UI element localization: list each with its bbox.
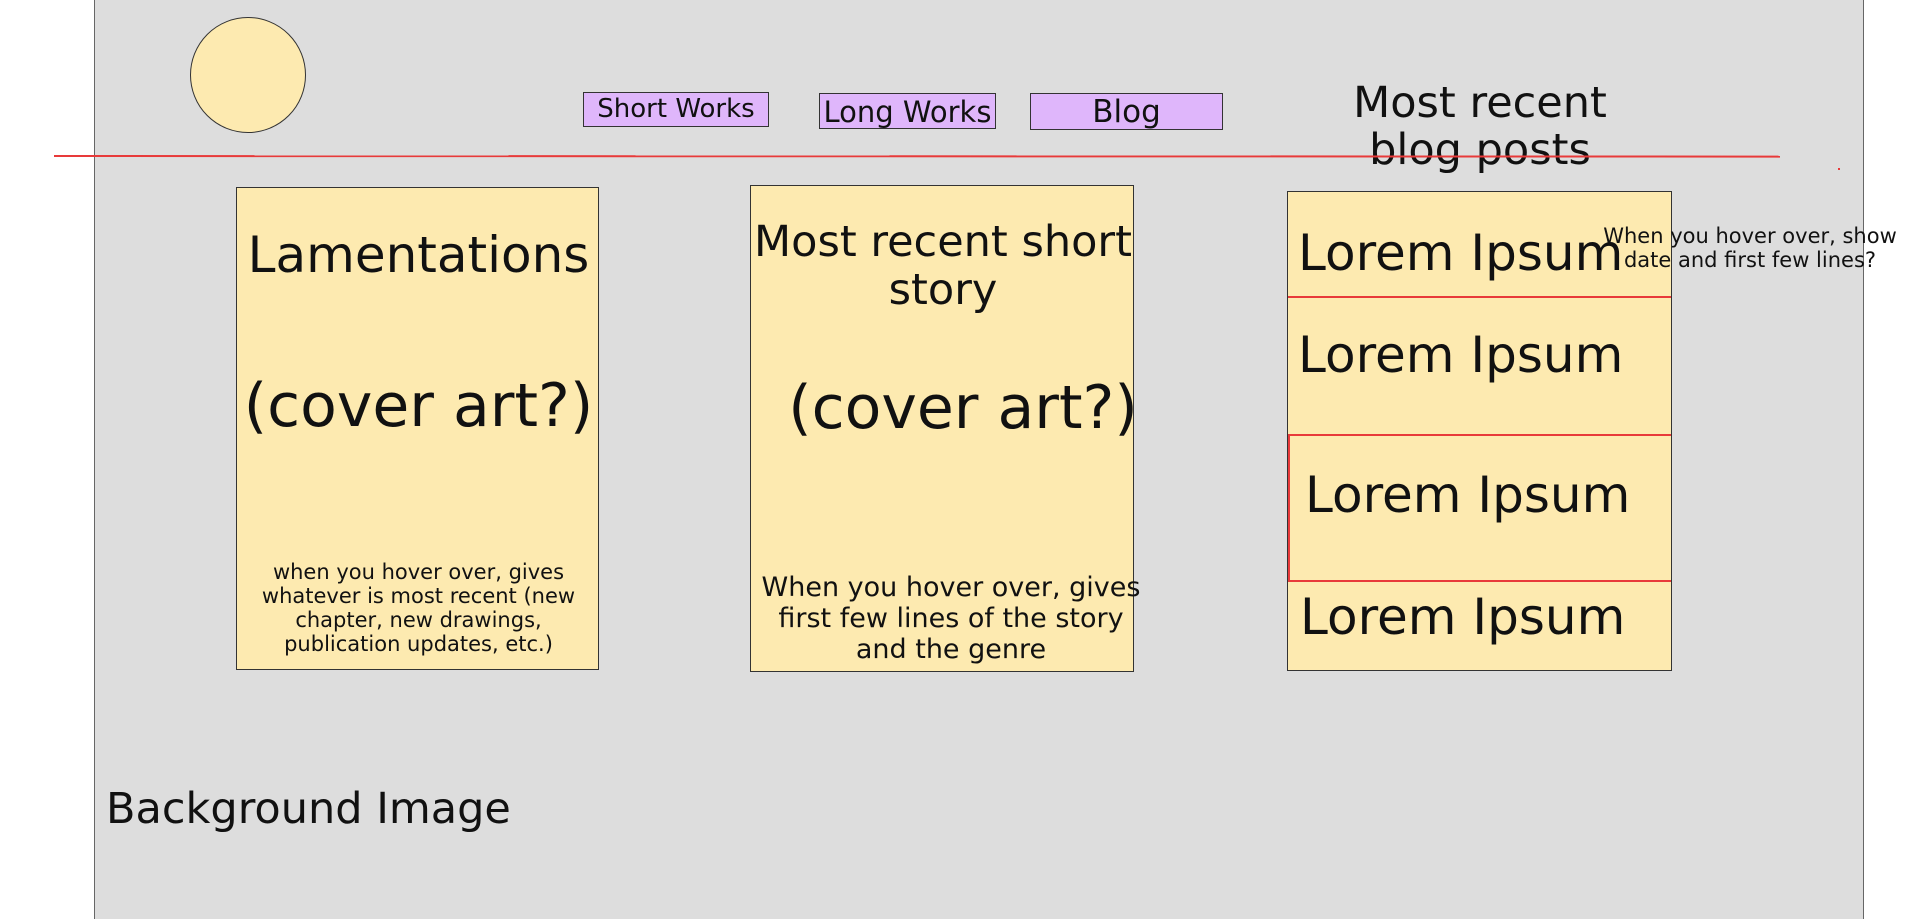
- blog-hover-note: When you hover over, show date and first…: [1603, 224, 1897, 272]
- nav-blog-button[interactable]: Blog: [1030, 93, 1223, 130]
- blog-section-heading: Most recent blog posts: [1353, 78, 1607, 175]
- featured-work-title: Lamentations: [247, 226, 590, 284]
- nav-short-works-button[interactable]: Short Works: [583, 92, 769, 127]
- recent-story-cover-art-placeholder: (cover art?): [788, 373, 1138, 443]
- blog-post-title: Lorem Ipsum: [1298, 224, 1624, 282]
- blog-post-title: Lorem Ipsum: [1298, 326, 1624, 384]
- featured-work-card[interactable]: Lamentations (cover art?) when you hover…: [236, 187, 599, 670]
- featured-cover-art-placeholder: (cover art?): [243, 371, 594, 441]
- featured-hover-note: when you hover over, gives whatever is m…: [261, 560, 576, 656]
- recent-story-hover-note: When you hover over, gives first few lin…: [761, 572, 1141, 665]
- stray-mark: [1838, 168, 1840, 170]
- blog-post-item[interactable]: Lorem Ipsum: [1288, 296, 1671, 436]
- nav-long-works-button[interactable]: Long Works: [819, 93, 996, 129]
- blog-post-title: Lorem Ipsum: [1300, 588, 1626, 646]
- blog-posts-list: Lorem Ipsum Lorem Ipsum Lorem Ipsum Lore…: [1287, 191, 1672, 671]
- background-image-label: Background Image: [106, 784, 511, 834]
- blog-post-title: Lorem Ipsum: [1305, 466, 1631, 524]
- blog-post-item[interactable]: Lorem Ipsum: [1288, 436, 1671, 582]
- recent-story-title: Most recent short story: [754, 217, 1132, 315]
- logo-circle[interactable]: [190, 17, 306, 133]
- recent-story-card[interactable]: Most recent short story (cover art?) Whe…: [750, 185, 1140, 672]
- blog-post-item[interactable]: Lorem Ipsum: [1288, 192, 1671, 296]
- blog-post-item[interactable]: Lorem Ipsum: [1288, 582, 1671, 670]
